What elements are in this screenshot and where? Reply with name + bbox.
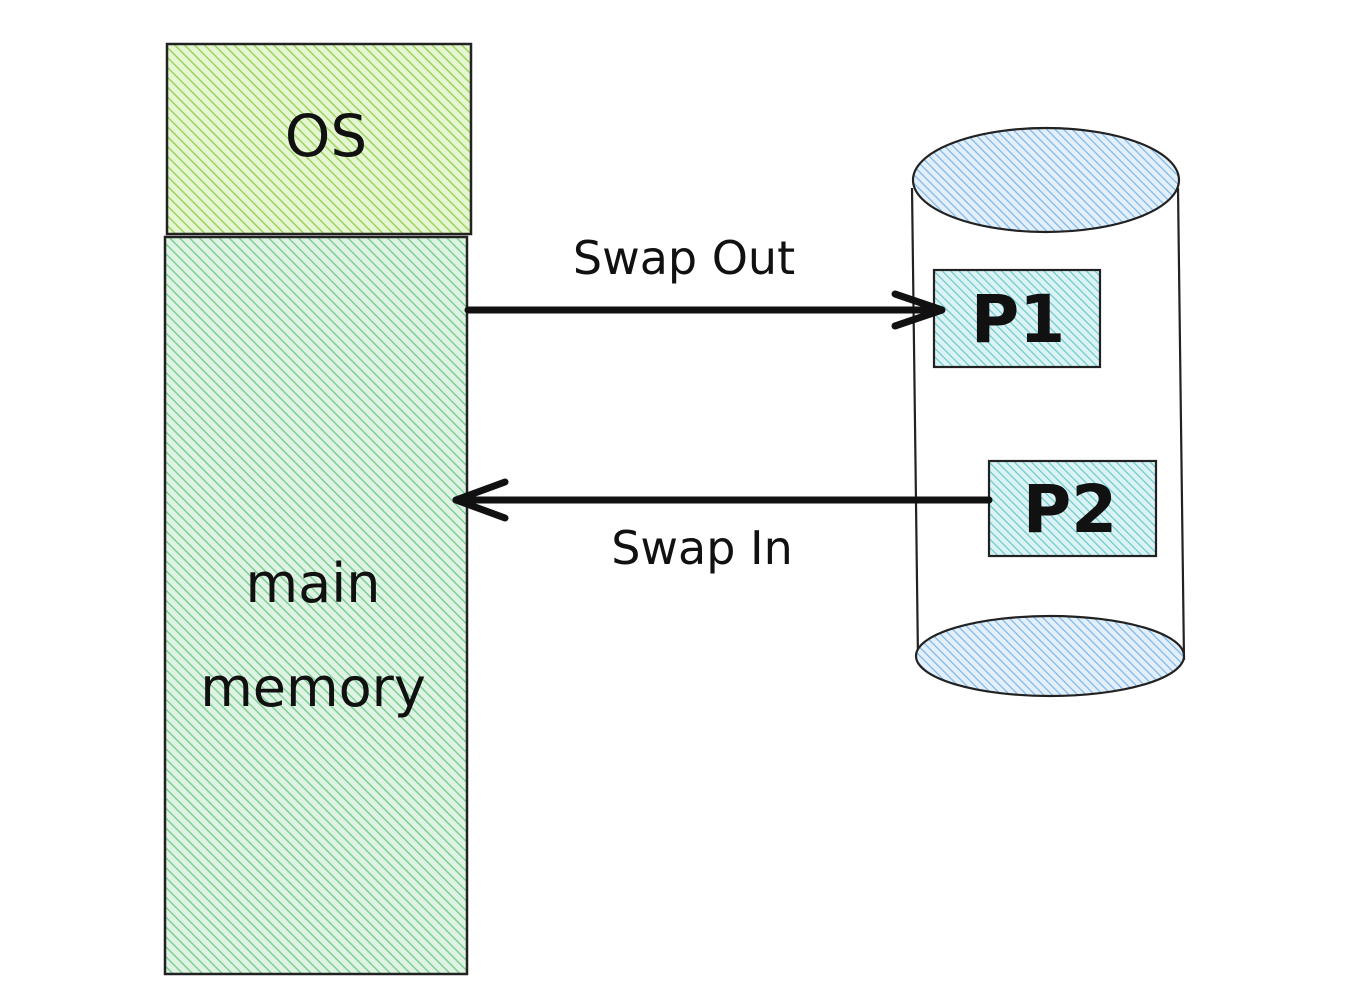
disk-bottom-cap — [914, 614, 1186, 698]
main-memory-label-line1: main — [246, 552, 381, 615]
swap-in-arrow: Swap In — [452, 478, 993, 575]
p2-label: P2 — [1023, 471, 1117, 548]
main-memory-block: main memory — [163, 235, 469, 976]
os-block: OS — [165, 42, 473, 236]
process-p1: P1 — [932, 268, 1102, 369]
swap-out-arrow: Swap Out — [464, 231, 946, 330]
main-memory-label-line2: memory — [200, 656, 426, 719]
p1-label: P1 — [971, 281, 1065, 358]
os-label: OS — [285, 102, 367, 170]
disk-cylinder — [910, 126, 1186, 698]
arrowhead-left-icon — [452, 478, 509, 522]
disk-left-side — [910, 187, 920, 661]
swap-in-label: Swap In — [611, 521, 793, 575]
arrowhead-right-icon — [891, 290, 946, 330]
disk-right-side — [1176, 187, 1186, 661]
disk-top-cap — [911, 126, 1181, 234]
process-p2: P2 — [987, 459, 1158, 558]
swap-out-label: Swap Out — [573, 231, 795, 285]
